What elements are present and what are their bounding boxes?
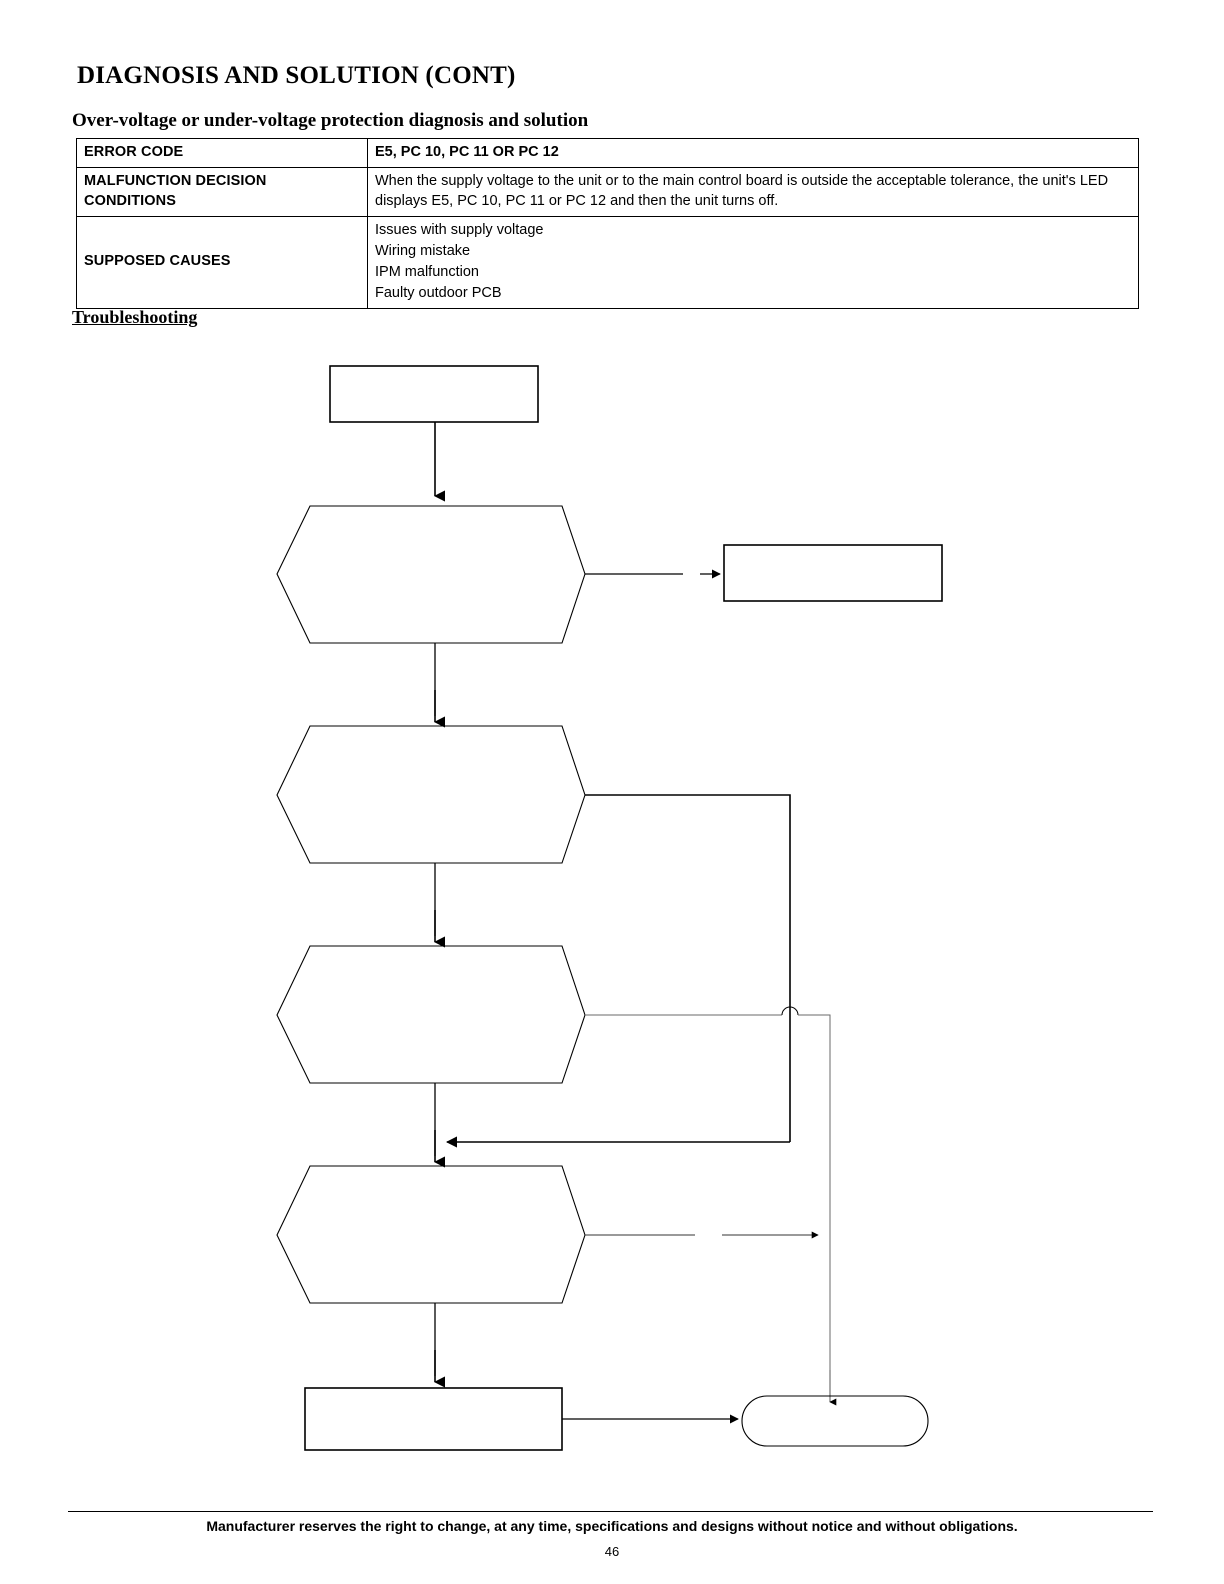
list-item: Issues with supply voltage [375, 221, 544, 238]
connector-decision-3-right-down [798, 1014, 831, 1392]
node-decision-1 [276, 505, 586, 644]
node-decision-3 [276, 945, 586, 1084]
connector-decision-2-right-down [585, 794, 791, 1142]
node-action-box-2 [304, 1387, 563, 1451]
supposed-causes-list: Issues with supply voltage Wiring mistak… [375, 220, 1132, 304]
list-item: Faulty outdoor PCB [375, 284, 502, 301]
row-label-malfunction-conditions: MALFUNCTION DECISION CONDITIONS [76, 166, 368, 217]
page-title: DIAGNOSIS AND SOLUTION (CONT) [77, 62, 516, 89]
page-number: 46 [604, 1544, 620, 1559]
node-action-box-1 [723, 544, 943, 602]
diagnosis-table: ERROR CODE E5, PC 10, PC 11 OR PC 12 MAL… [76, 138, 1139, 309]
table-row-supposed-causes: SUPPOSED CAUSES Issues with supply volta… [76, 215, 1139, 309]
footer-divider [68, 1511, 1153, 1512]
row-value-error-code: E5, PC 10, PC 11 OR PC 12 [367, 138, 1139, 168]
list-item: IPM malfunction [375, 263, 479, 280]
troubleshooting-flowchart [0, 330, 1224, 1480]
node-decision-2 [276, 725, 586, 864]
node-terminator-end [741, 1395, 929, 1447]
section-title: Over-voltage or under-voltage protection… [72, 110, 589, 131]
row-label-line-1: MALFUNCTION DECISION [84, 172, 267, 189]
troubleshooting-heading: Troubleshooting [72, 307, 198, 327]
node-start-box [329, 365, 539, 423]
row-value-supposed-causes: Issues with supply voltage Wiring mistak… [367, 215, 1139, 309]
table-row-malfunction-conditions: MALFUNCTION DECISION CONDITIONS When the… [76, 166, 1139, 217]
row-label-error-code: ERROR CODE [76, 138, 368, 168]
row-label-supposed-causes: SUPPOSED CAUSES [76, 215, 368, 309]
footer-note: Manufacturer reserves the right to chang… [206, 1518, 1018, 1534]
connector-line-hop [781, 1006, 799, 1016]
row-value-malfunction-conditions: When the supply voltage to the unit or t… [367, 166, 1139, 217]
table-row-error-code: ERROR CODE E5, PC 10, PC 11 OR PC 12 [76, 138, 1139, 168]
node-decision-4 [276, 1165, 586, 1304]
list-item: Wiring mistake [375, 242, 471, 259]
row-label-line-2: CONDITIONS [84, 193, 177, 210]
flowchart-canvas [276, 365, 943, 1451]
